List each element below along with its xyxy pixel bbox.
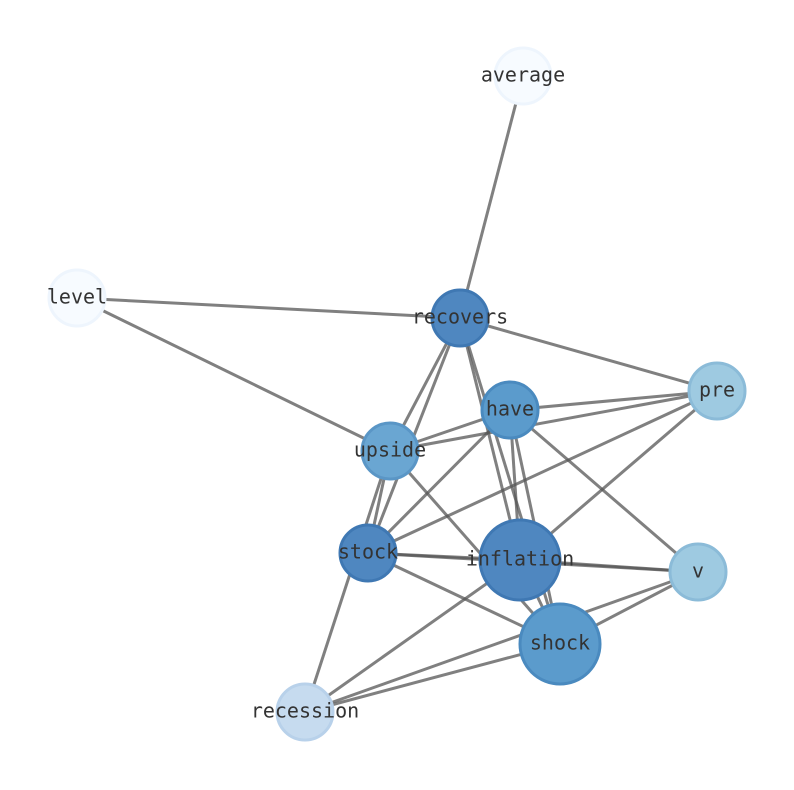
edge-inflation-pre: [519, 389, 718, 562]
node-recovers[interactable]: [430, 288, 490, 348]
edge-stock-pre: [367, 389, 718, 555]
node-label-inflation: inflation: [466, 547, 574, 571]
edge-recession-v: [304, 570, 699, 714]
node-upside[interactable]: [360, 421, 420, 481]
node-label-recovers: recovers: [412, 305, 508, 329]
edge-upside-pre: [389, 389, 718, 453]
node-inflation[interactable]: [478, 518, 562, 602]
node-average[interactable]: [493, 46, 553, 106]
node-stock[interactable]: [338, 523, 398, 583]
node-layer: [47, 46, 747, 742]
node-label-recession: recession: [251, 699, 359, 723]
edge-inflation-recession: [304, 558, 521, 714]
node-label-level: level: [47, 285, 107, 309]
node-have[interactable]: [480, 380, 540, 440]
edge-recovers-inflation: [458, 317, 522, 561]
node-v[interactable]: [668, 542, 728, 602]
edge-shock-recession: [304, 642, 561, 714]
node-label-stock: stock: [338, 540, 398, 564]
node-pre[interactable]: [687, 361, 747, 421]
node-shock[interactable]: [518, 602, 602, 686]
node-label-average: average: [481, 63, 565, 87]
edge-upside-shock: [388, 450, 562, 645]
node-label-pre: pre: [699, 378, 735, 402]
node-label-shock: shock: [530, 631, 590, 655]
edge-recovers-pre: [459, 316, 718, 393]
edge-level-upside: [76, 296, 391, 453]
edge-average-recovers: [458, 75, 525, 319]
node-level[interactable]: [47, 268, 107, 328]
edge-have-v: [509, 408, 699, 574]
edge-level-recovers: [76, 296, 461, 320]
node-label-upside: upside: [354, 438, 426, 462]
node-label-v: v: [692, 559, 704, 583]
label-layer: average level recovers pre have upside stock in…: [47, 63, 735, 723]
edge-layer: [76, 75, 718, 714]
edge-have-pre: [509, 389, 718, 412]
node-label-have: have: [486, 397, 534, 421]
edge-upside-recession: [303, 450, 392, 713]
node-recession[interactable]: [275, 682, 335, 742]
